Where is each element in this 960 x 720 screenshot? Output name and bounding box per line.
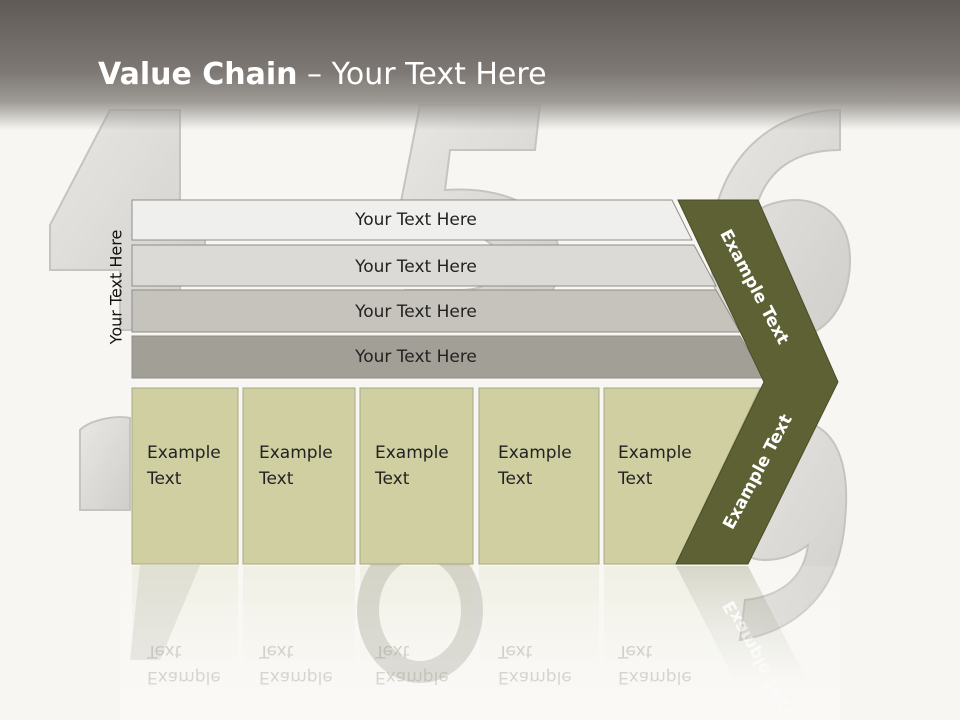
column-5-line1: Example	[618, 443, 692, 463]
row-3-label: Your Text Here	[354, 302, 477, 322]
column-2-line2: Text	[258, 469, 294, 489]
column-2-line1: Example	[259, 443, 333, 463]
row-1-label: Your Text Here	[354, 210, 477, 230]
column-3-line2: Text	[374, 469, 410, 489]
column-5-line2: Text	[617, 469, 653, 489]
row-2-label: Your Text Here	[354, 257, 477, 277]
column-2-shape	[242, 387, 356, 565]
column-1-shape	[131, 387, 239, 565]
slide-title: Value Chain – Your Text Here	[98, 52, 547, 98]
numeral-two-shape	[79, 416, 131, 511]
reflection-fade	[120, 566, 840, 720]
title-bar	[0, 0, 960, 130]
column-4-shape	[478, 387, 600, 565]
column-1-line1: Example	[147, 443, 221, 463]
column-3-line1: Example	[375, 443, 449, 463]
row-1-shape	[131, 199, 693, 241]
diagram-reflection: Example Text Example Text Example Text E…	[120, 566, 840, 720]
column-4-line1: Example	[498, 443, 572, 463]
title-rest: – Your Text Here	[297, 57, 547, 92]
process-rows: Your Text Here Your Text Here Your Text …	[131, 199, 765, 379]
row-2-shape	[131, 244, 717, 287]
row-4-label: Your Text Here	[354, 347, 477, 367]
column-3-shape	[359, 387, 474, 565]
column-4-line2: Text	[497, 469, 533, 489]
column-1-line2: Text	[146, 469, 182, 489]
title-bold: Value Chain	[98, 57, 298, 92]
chevron-shape	[675, 199, 839, 565]
activity-columns: Example Text Example Text Example Text E…	[131, 387, 761, 565]
